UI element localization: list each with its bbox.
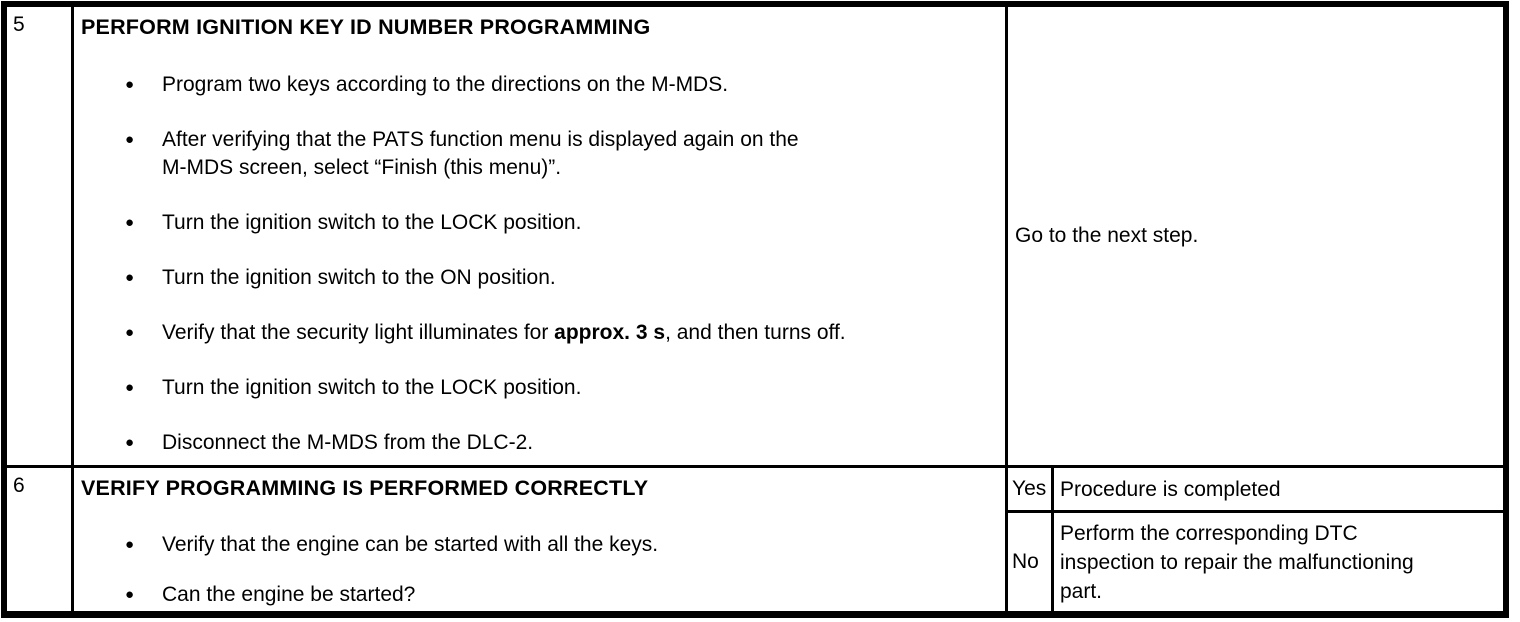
bullet-icon: ● xyxy=(125,131,135,148)
list-item: ● Turn the ignition switch to the LOCK p… xyxy=(81,374,997,402)
step-number: 5 xyxy=(13,13,25,36)
bullet-text-bold: approx. 3 s xyxy=(554,321,666,344)
bullet-text: Program two keys according to the direct… xyxy=(162,73,729,96)
bullet-icon: ● xyxy=(125,379,135,396)
result-row-yes: Yes Procedure is completed xyxy=(1008,468,1503,513)
list-item: ● Turn the ignition switch to the LOCK p… xyxy=(81,209,997,237)
list-item: ● Turn the ignition switch to the ON pos… xyxy=(81,264,997,292)
step-results-cell: Yes Procedure is completed No Perform th… xyxy=(1008,468,1503,611)
bullet-text: Verify that the engine can be started wi… xyxy=(162,533,659,556)
answer-label-yes: Yes xyxy=(1008,468,1054,510)
bullet-icon: ● xyxy=(125,434,135,451)
table-row-step-5: 5 PERFORM IGNITION KEY ID NUMBER PROGRAM… xyxy=(7,7,1503,468)
list-item: ● Verify that the engine can be started … xyxy=(81,531,997,559)
step-title: VERIFY PROGRAMMING IS PERFORMED CORRECTL… xyxy=(81,476,649,500)
table-row-step-6: 6 VERIFY PROGRAMMING IS PERFORMED CORREC… xyxy=(7,468,1503,611)
step-result-cell: Go to the next step. xyxy=(1008,7,1503,465)
bullet-icon: ● xyxy=(125,536,135,553)
bullet-icon: ● xyxy=(125,586,135,603)
result-text-no: Perform the corresponding DTC inspection… xyxy=(1060,521,1414,603)
bullet-text: Turn the ignition switch to the LOCK pos… xyxy=(162,211,582,234)
list-item: ● Program two keys according to the dire… xyxy=(81,71,997,99)
step-number-cell: 6 xyxy=(7,468,74,611)
answer-label-no: No xyxy=(1008,513,1054,611)
step-action-cell: VERIFY PROGRAMMING IS PERFORMED CORRECTL… xyxy=(74,468,1008,611)
bullet-text-post: , and then turns off. xyxy=(665,321,846,344)
bullet-text: Disconnect the M-MDS from the DLC-2. xyxy=(162,431,534,454)
bullet-icon: ● xyxy=(125,324,135,341)
bullet-text-pre: Verify that the security light illuminat… xyxy=(162,321,555,344)
bullet-icon: ● xyxy=(125,76,135,93)
step-title: PERFORM IGNITION KEY ID NUMBER PROGRAMMI… xyxy=(81,15,651,39)
list-item: ● Disconnect the M-MDS from the DLC-2. xyxy=(81,429,997,457)
bullet-text: After verifying that the PATS function m… xyxy=(162,128,799,179)
result-text: Go to the next step. xyxy=(1015,224,1199,247)
bullet-text: Can the engine be started? xyxy=(162,583,416,606)
result-row-no: No Perform the corresponding DTC inspect… xyxy=(1008,513,1503,611)
step-action-cell: PERFORM IGNITION KEY ID NUMBER PROGRAMMI… xyxy=(74,7,1008,465)
list-item: ● Verify that the security light illumin… xyxy=(81,319,997,347)
result-text-yes: Procedure is completed xyxy=(1060,477,1281,501)
step-number: 6 xyxy=(13,474,25,497)
bullet-text: Turn the ignition switch to the LOCK pos… xyxy=(162,376,582,399)
step-number-cell: 5 xyxy=(7,7,74,465)
bullet-text: Turn the ignition switch to the ON posit… xyxy=(162,266,556,289)
bullet-icon: ● xyxy=(125,214,135,231)
list-item: ● After verifying that the PATS function… xyxy=(81,126,997,182)
bullet-icon: ● xyxy=(125,269,135,286)
bullet-text: Verify that the security light illuminat… xyxy=(162,319,846,347)
list-item: ● Can the engine be started? xyxy=(81,581,997,609)
